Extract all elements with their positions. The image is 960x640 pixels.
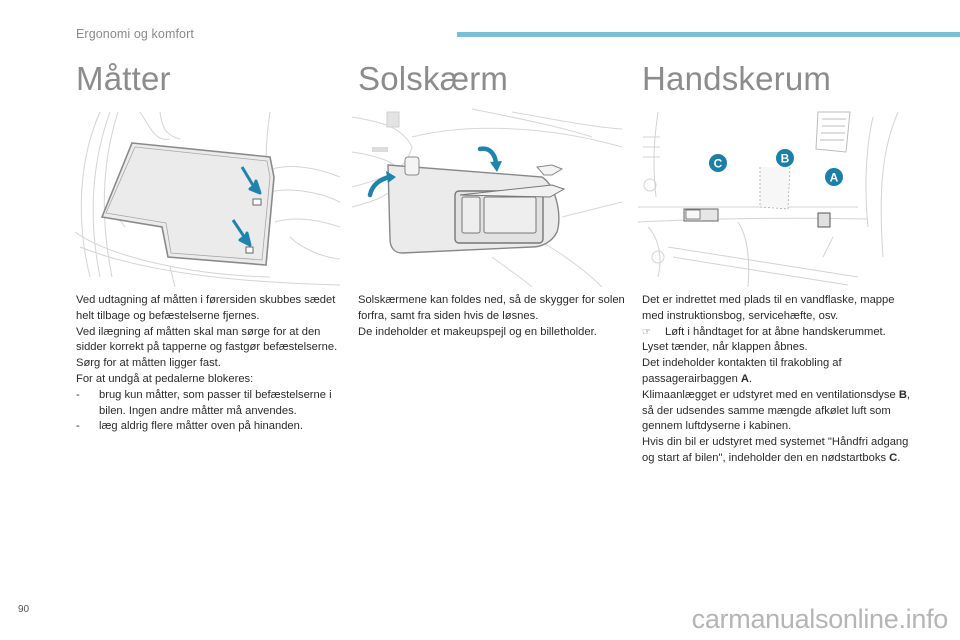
- section-label: Ergonomi og komfort: [76, 27, 194, 41]
- paragraph: Hvis din bil er udstyret med systemet "H…: [642, 436, 909, 464]
- dash-bullet: -: [76, 388, 80, 401]
- section-title-glove-box: Handskerum: [642, 60, 832, 97]
- glove-box-image: C B A: [638, 111, 899, 287]
- sun-visor-illustration: [352, 107, 622, 287]
- callout-ref-a: A: [740, 372, 749, 385]
- callout-ref-c: C: [889, 451, 898, 464]
- pointing-hand-icon: ☞: [642, 326, 651, 338]
- glove-box-text: Det er indrettet med plads til en vandfl…: [642, 293, 912, 467]
- watermark: carmanualsonline.info: [691, 604, 949, 634]
- svg-text:B: B: [781, 152, 790, 166]
- floor-mat-illustration: [70, 107, 340, 287]
- callout-c-badge: C: [709, 154, 727, 172]
- arrow-icon: [231, 219, 252, 247]
- paragraph: Det er indrettet med plads til en vandfl…: [642, 294, 895, 322]
- header-accent-bar: [457, 32, 960, 37]
- callout-b-badge: B: [776, 149, 794, 167]
- paragraph: De indeholder et makeupspejl og en bille…: [358, 325, 597, 338]
- floor-mat-image: [74, 111, 340, 287]
- page-number: 90: [18, 604, 30, 615]
- paragraph: Ved ilægning af måtten skal man sørge fo…: [76, 325, 338, 370]
- svg-text:A: A: [830, 171, 839, 185]
- paragraph: Lyset tænder, når klappen åbnes.: [642, 341, 808, 354]
- callout-a-badge: A: [825, 168, 843, 186]
- section-title-floor-mats: Måtter: [76, 60, 171, 97]
- callout-ref-b: B: [898, 388, 907, 401]
- paragraph: Klimaanlægget er udstyret med en ventila…: [642, 388, 911, 433]
- paragraph: Det indeholder kontakten til frakobling …: [642, 357, 842, 385]
- paragraph: Ved udtagning af måtten i førersiden sku…: [76, 294, 336, 322]
- arrow-icon: [240, 166, 262, 195]
- svg-text:C: C: [714, 157, 723, 171]
- floor-mats-text: Ved udtagning af måtten i førersiden sku…: [76, 293, 346, 435]
- paragraph: Solskærmene kan foldes ned, så de skygge…: [358, 294, 625, 322]
- action-item: ☞ Løft i håndtaget for at åbne handskeru…: [642, 325, 912, 341]
- sun-visors-text: Solskærmene kan foldes ned, så de skygge…: [358, 293, 628, 340]
- section-title-sun-visors: Solskærm: [358, 60, 509, 97]
- glove-box-illustration: C B A: [638, 107, 908, 287]
- sun-visor-image: [352, 108, 622, 287]
- list-item: - brug kun måtter, som passer til befæst…: [76, 388, 346, 420]
- paragraph: For at undgå at pedalerne blokeres:: [76, 372, 254, 385]
- dash-bullet: -: [76, 420, 80, 433]
- curved-arrow-icon: [367, 174, 393, 198]
- list-item: - læg aldrig flere måtter oven på hinand…: [76, 419, 346, 435]
